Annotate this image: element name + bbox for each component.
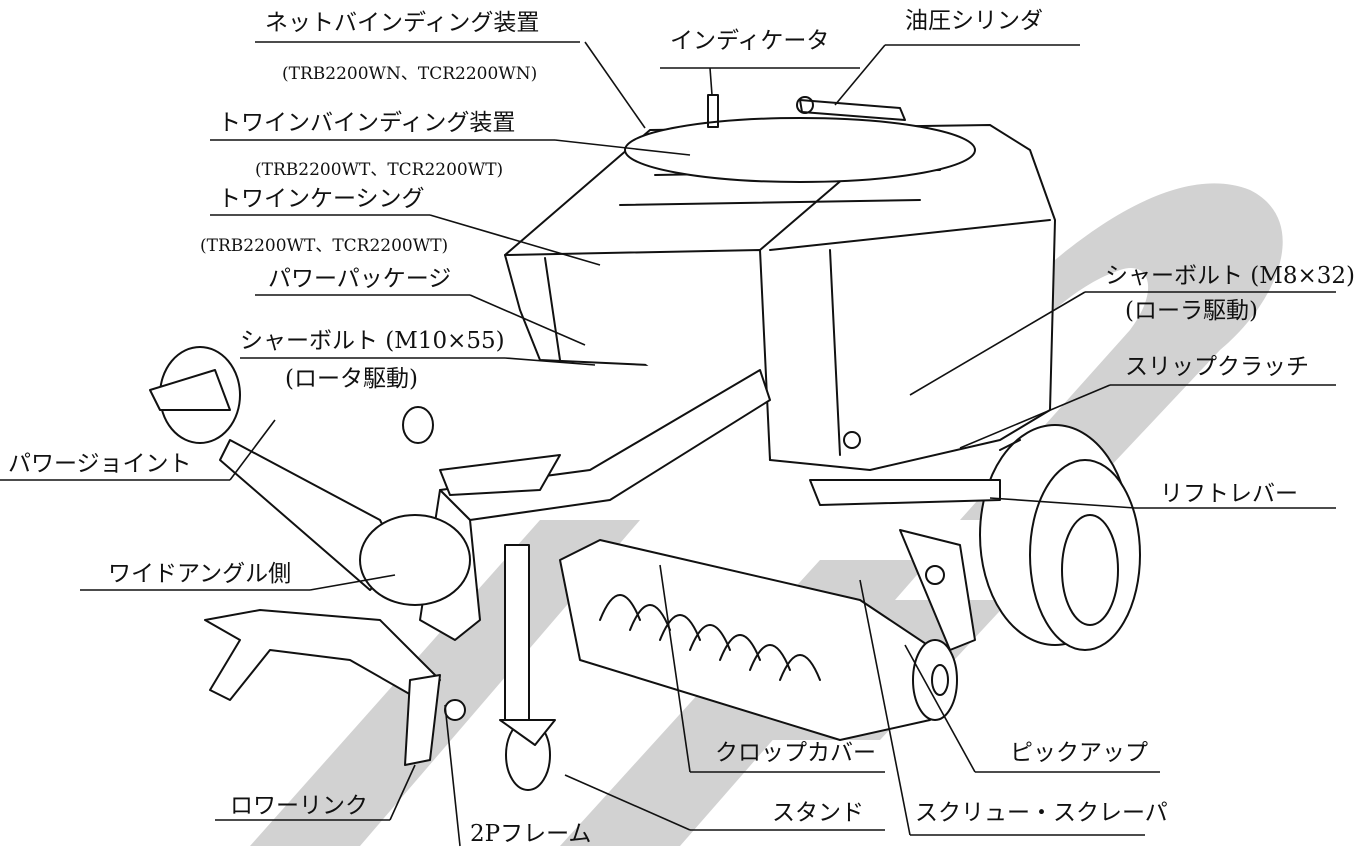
hitch-frame bbox=[204, 609, 466, 766]
wheel bbox=[979, 424, 1141, 651]
lift-lever-part bbox=[809, 479, 1001, 651]
leader-lines bbox=[0, 41, 1336, 847]
stand-part bbox=[499, 544, 556, 791]
label-slip-clutch: スリップクラッチ bbox=[1125, 354, 1309, 380]
label-wide-angle-side: ワイドアングル側 bbox=[108, 561, 292, 587]
label-rotor-drive: (ロータ駆動) bbox=[285, 366, 418, 392]
label-2p-frame: 2Pフレーム bbox=[470, 821, 592, 847]
drawbar bbox=[149, 346, 771, 641]
label-twine-binding-models: (TRB2200WT、TCR2200WT) bbox=[255, 160, 504, 180]
label-net-binding-models: (TRB2200WN、TCR2200WN) bbox=[282, 64, 538, 84]
label-power-joint: パワージョイント bbox=[8, 451, 192, 477]
hydraulic-cylinder-part bbox=[796, 96, 906, 121]
label-stand: スタンド bbox=[772, 800, 864, 826]
label-shear-bolt-roller: シャーボルト (M8×32) bbox=[1105, 263, 1355, 289]
label-twine-casing-models: (TRB2200WT、TCR2200WT) bbox=[200, 236, 449, 256]
bale-chamber bbox=[504, 117, 1056, 471]
label-twine-binding: トワインバインディング装置 bbox=[218, 110, 516, 136]
label-power-package: パワーパッケージ bbox=[268, 266, 452, 292]
label-indicator: インディケータ bbox=[670, 28, 830, 54]
label-shear-bolt-rotor: シャーボルト (M10×55) bbox=[240, 328, 505, 354]
indicator-part bbox=[707, 94, 719, 128]
label-screw-scraper: スクリュー・スクレーパ bbox=[915, 800, 1168, 826]
label-lower-link: ロワーリンク bbox=[230, 793, 368, 819]
label-lift-lever: リフトレバー bbox=[1160, 481, 1298, 507]
label-twine-casing: トワインケーシング bbox=[218, 186, 425, 212]
label-crop-cover: クロップカバー bbox=[715, 740, 876, 766]
label-net-binding: ネットバインディング装置 bbox=[265, 10, 540, 36]
label-hydraulic-cylinder: 油圧シリンダ bbox=[905, 8, 1043, 34]
pickup-reel bbox=[559, 539, 958, 741]
label-roller-drive: (ローラ駆動) bbox=[1125, 298, 1258, 324]
label-pickup: ピックアップ bbox=[1010, 740, 1148, 766]
